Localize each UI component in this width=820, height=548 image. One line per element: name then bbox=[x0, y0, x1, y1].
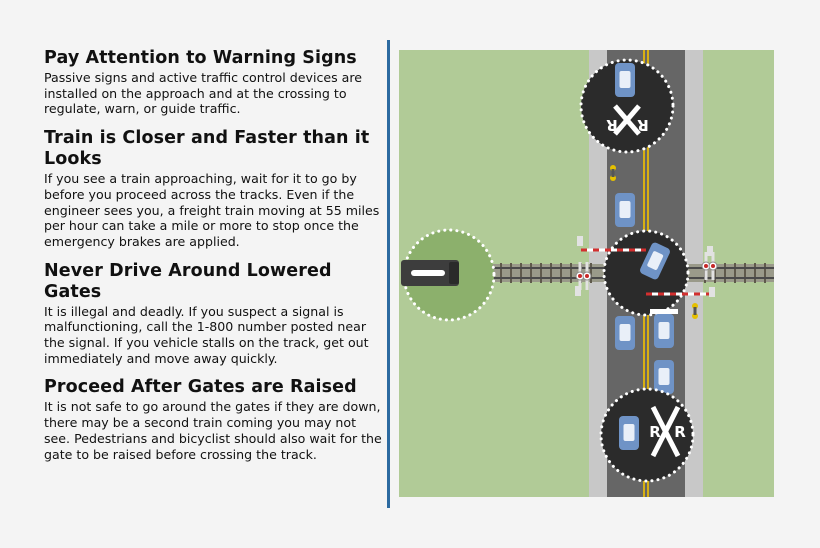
text-panel: Pay Attention to Warning Signs Passive s… bbox=[44, 48, 384, 473]
car-icon bbox=[615, 316, 635, 350]
crossbuck-letter: R bbox=[674, 423, 686, 441]
section-heading: Pay Attention to Warning Signs bbox=[44, 48, 357, 68]
crossbuck-circle-top bbox=[579, 58, 675, 154]
crossbuck-letter: R bbox=[606, 116, 618, 134]
crossbuck-sign-icon bbox=[613, 104, 641, 136]
vertical-divider bbox=[387, 40, 390, 508]
crossing-signal-icon bbox=[575, 236, 715, 297]
bicycle-icon bbox=[610, 165, 616, 181]
section-body: It is not safe to go around the gates if… bbox=[44, 399, 382, 462]
crossing-diagram: R R bbox=[399, 50, 774, 497]
section-warning-signs: Pay Attention to Warning Signs Passive s… bbox=[44, 48, 384, 117]
train-icon bbox=[401, 260, 459, 286]
car-icon bbox=[615, 63, 635, 97]
crossbuck-letter: R bbox=[637, 116, 649, 134]
car-icon bbox=[619, 416, 639, 450]
section-body: Passive signs and active traffic control… bbox=[44, 70, 363, 117]
section-body: If you see a train approaching, wait for… bbox=[44, 171, 380, 249]
section-heading: Train is Closer and Faster than it Looks bbox=[44, 128, 370, 170]
section-lowered-gates: Never Drive Around Lowered Gates It is i… bbox=[44, 261, 384, 367]
crossbuck-sign-icon bbox=[650, 405, 681, 458]
section-train-closer: Train is Closer and Faster than it Looks… bbox=[44, 128, 384, 250]
section-heading: Never Drive Around Lowered Gates bbox=[44, 260, 332, 302]
crossbuck-circle-bottom bbox=[599, 387, 695, 483]
stop-line bbox=[650, 309, 678, 314]
section-gates-raised: Proceed After Gates are Raised It is not… bbox=[44, 377, 384, 462]
section-heading: Proceed After Gates are Raised bbox=[44, 377, 357, 398]
crossbuck-letter: R bbox=[649, 423, 661, 441]
section-body: It is illegal and deadly. If you suspect… bbox=[44, 303, 369, 366]
car-icon bbox=[615, 193, 635, 227]
bicycle-icon bbox=[692, 303, 698, 319]
car-icon bbox=[654, 314, 674, 348]
